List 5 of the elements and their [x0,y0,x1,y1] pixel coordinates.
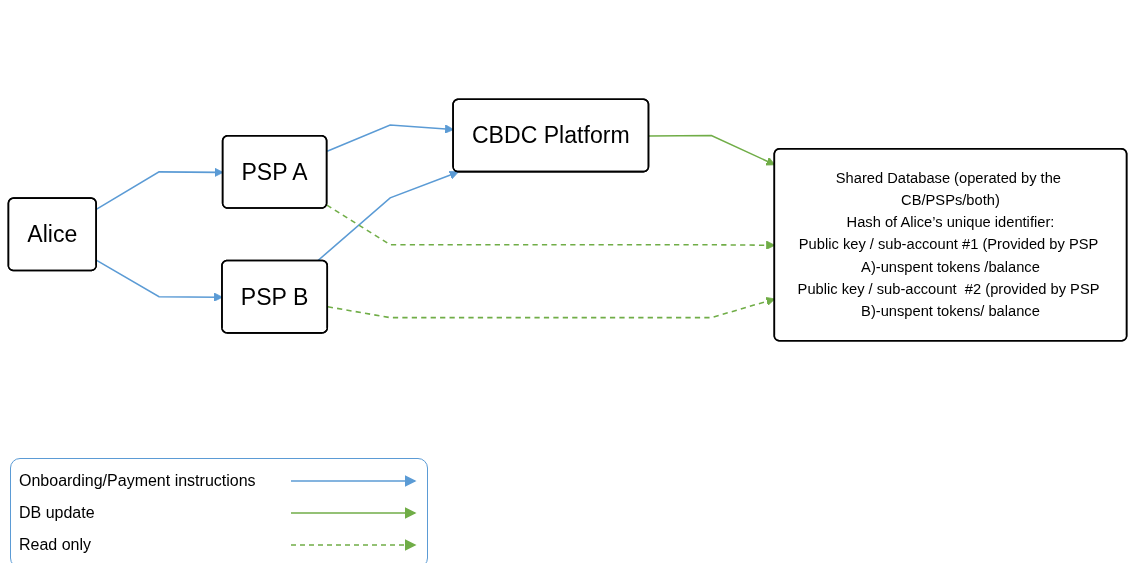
arrow [316,170,459,262]
legend-text: Read only [19,536,92,554]
legend-text: DB update [19,504,95,522]
legend-text: Onboarding/Payment instructions [19,472,256,490]
arrow [326,124,454,153]
